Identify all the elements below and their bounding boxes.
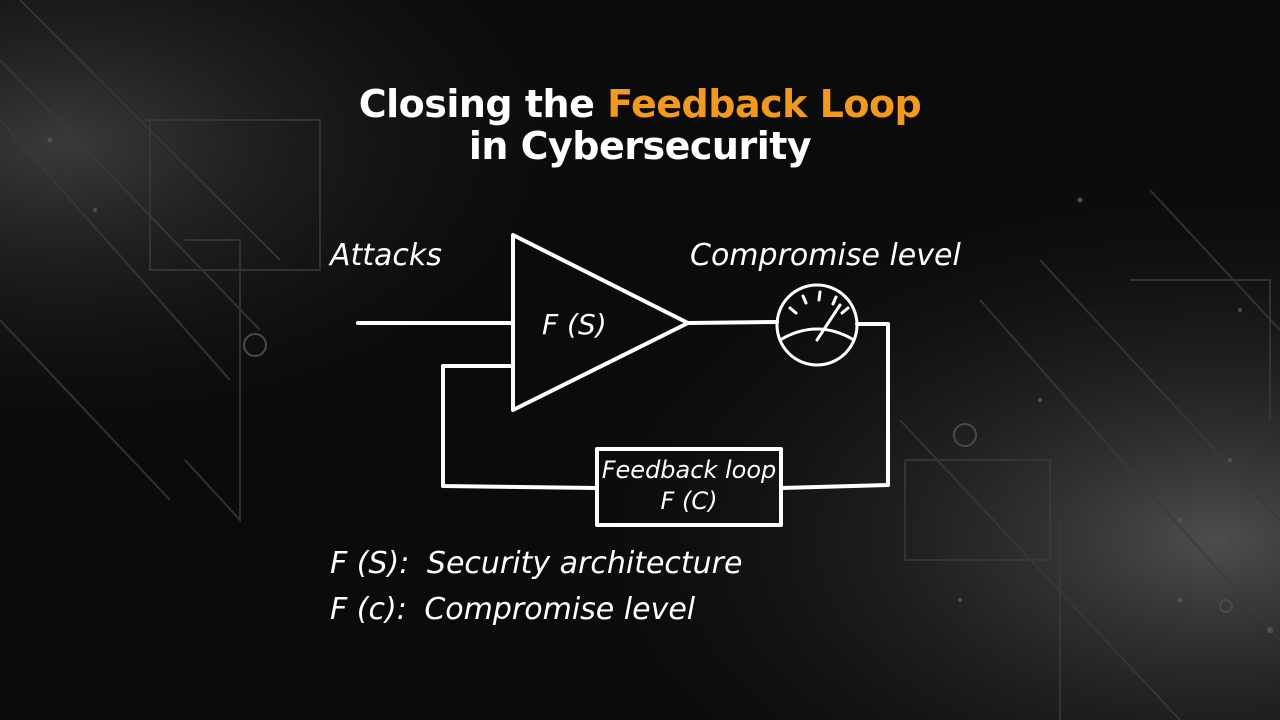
feedback-box-line1: Feedback loop	[601, 456, 777, 484]
amplifier-triangle	[511, 233, 690, 412]
box-to-left-line	[441, 364, 599, 490]
gauge-icon	[775, 283, 859, 367]
title-prefix: Closing the	[358, 82, 595, 126]
page-title-line2: in Cybersecurity	[468, 124, 812, 168]
page-title-line1: Closing the Feedback Loop	[240, 82, 1040, 126]
legend-symbol: F (S):	[330, 546, 410, 581]
legend-meaning: Compromise level	[424, 592, 696, 627]
attacks-label: Attacks	[330, 238, 442, 273]
legend-symbol: F (c):	[330, 592, 407, 627]
compromise-level-label: Compromise level	[690, 238, 961, 273]
feedback-box-line2: F (C)	[660, 487, 718, 515]
output-line	[686, 320, 779, 325]
legend-item: F (S): Security architecture	[330, 546, 742, 581]
gauge-to-right-line	[855, 322, 890, 487]
title-highlight: Feedback Loop	[607, 82, 922, 126]
legend-meaning: Security architecture	[426, 546, 743, 581]
amplifier-label: F (S)	[542, 308, 607, 341]
right-to-box-line	[779, 483, 890, 490]
legend-item: F (c): Compromise level	[330, 592, 695, 627]
